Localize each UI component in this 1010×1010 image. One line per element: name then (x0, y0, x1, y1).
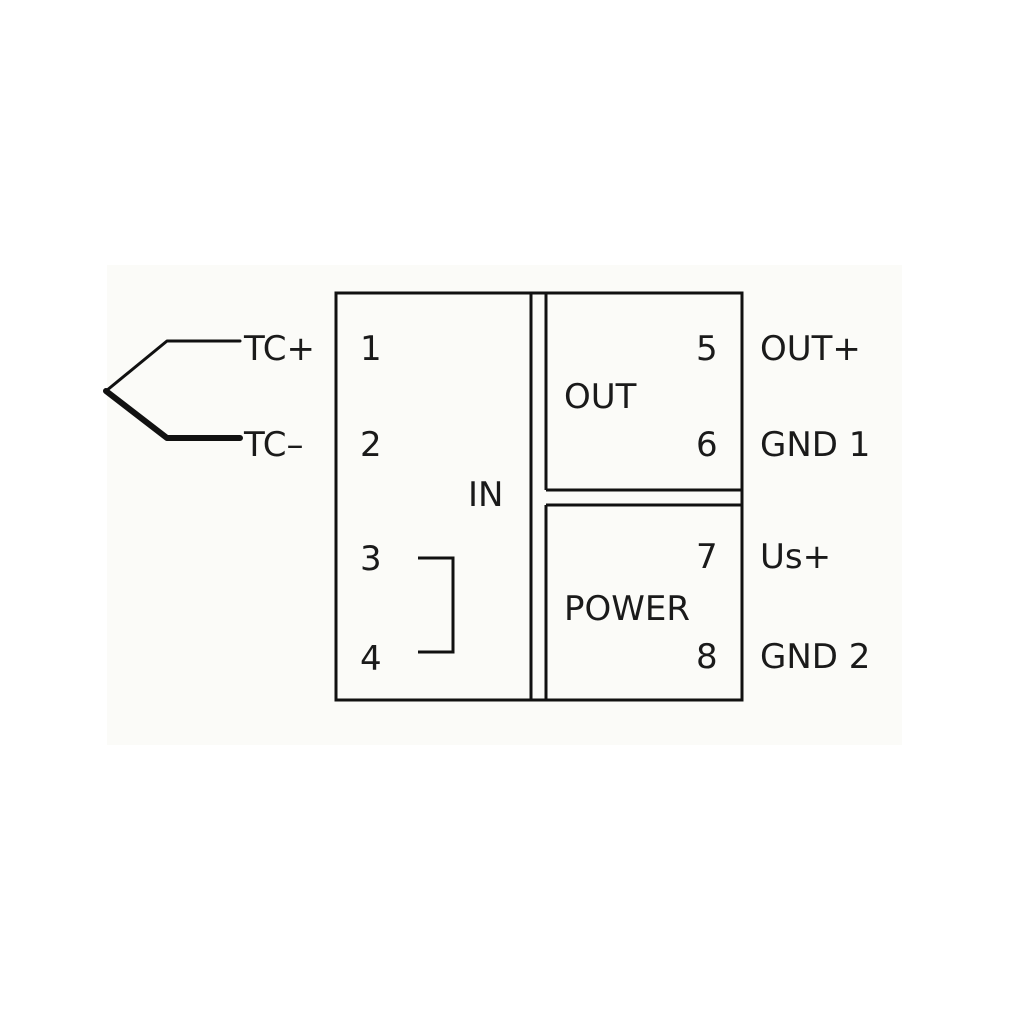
jumper-3-4 (418, 556, 455, 654)
terminal-number-6: 6 (696, 425, 718, 465)
thermocouple-symbol (103, 339, 243, 441)
block-label-out: OUT (564, 377, 637, 417)
terminal-number-7: 7 (696, 537, 718, 577)
terminal-number-2: 2 (360, 425, 382, 465)
terminal-number-1: 1 (360, 329, 382, 369)
block-label-in: IN (468, 475, 503, 515)
terminal-label-tc-minus: TC– (243, 425, 304, 465)
terminal-label-out-plus: OUT+ (760, 329, 861, 369)
terminal-number-8: 8 (696, 637, 718, 677)
terminal-label-tc-plus: TC+ (243, 329, 315, 369)
block-label-power: POWER (564, 589, 690, 629)
terminal-number-4: 4 (360, 639, 382, 679)
terminal-number-3: 3 (360, 539, 382, 579)
terminal-number-5: 5 (696, 329, 718, 369)
module-housing (334, 291, 744, 702)
terminal-label-us-plus: Us+ (760, 537, 831, 577)
diagram-background (107, 265, 902, 745)
terminal-label-gnd-2: GND 2 (760, 637, 870, 677)
terminal-label-gnd-1: GND 1 (760, 425, 870, 465)
module-outer-frame (334, 291, 744, 702)
